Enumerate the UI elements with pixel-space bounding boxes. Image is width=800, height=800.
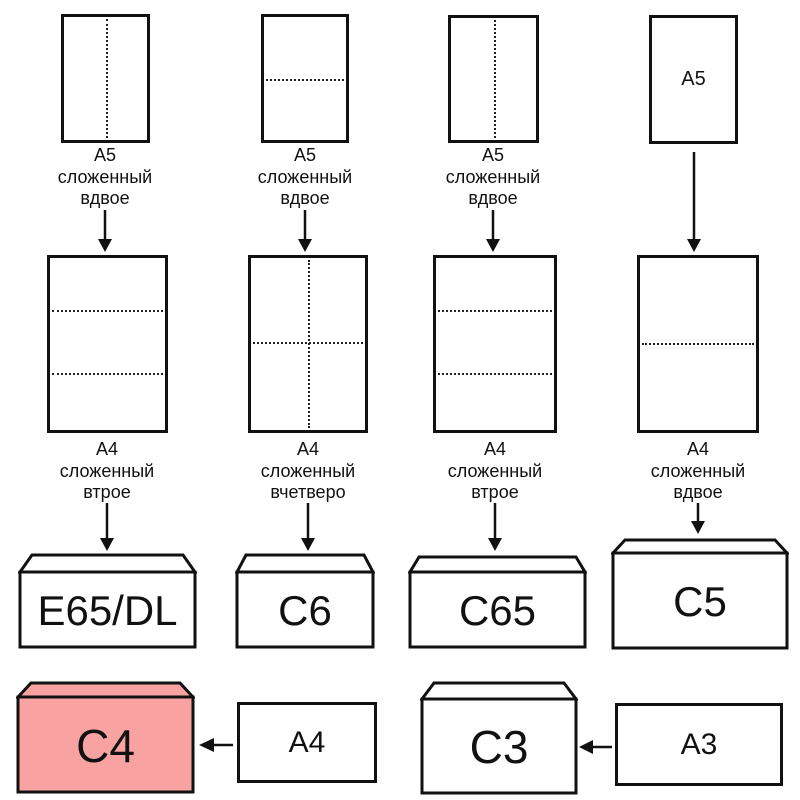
envelope-shape: [420, 681, 578, 795]
fold-line-vertical: [493, 20, 496, 138]
caption-a4-folded-4: A4 сложенный вдвое: [650, 439, 746, 503]
envelope-shape: [235, 553, 375, 649]
envelope-label: C6: [278, 586, 332, 634]
arrow-down-a5-to-a4-3: [486, 210, 500, 252]
caption-a5-folded-3: A5 сложенный вдвое: [445, 145, 541, 209]
envelope-body: [18, 570, 197, 649]
envelope-c4-highlighted: C4: [16, 681, 195, 794]
fold-line-horizontal: [52, 373, 163, 376]
caption-a4-folded-2: A4 сложенный вчетверо: [260, 439, 356, 503]
arrow-down-a4-to-envelope-3: [488, 503, 502, 551]
sheet-a5-plain: A5: [649, 15, 738, 144]
envelope-flap: [16, 681, 195, 699]
envelope-label: C3: [469, 721, 529, 773]
envelope-body: [235, 570, 375, 649]
envelope-c5: C5: [611, 538, 789, 650]
caption-a4-folded-1: A4 сложенный втрое: [59, 439, 155, 503]
envelope-flap: [611, 538, 789, 555]
sheet-a4-trifold-1: [47, 255, 168, 433]
envelope-e65dl: E65/DL: [18, 553, 197, 649]
sheet-a5-label: A5: [681, 68, 706, 90]
envelope-label: C5: [673, 577, 727, 625]
fold-line-horizontal: [266, 78, 344, 81]
source-sheet-label: A3: [680, 727, 718, 761]
sheet-a5-fold-vertical-2: [448, 15, 539, 143]
arrow-down-a5-to-a4-4: [687, 152, 701, 252]
caption-a5-folded-1: A5 сложенный вдвое: [57, 145, 153, 209]
caption-a5-folded-2: A5 сложенный вдвое: [257, 145, 353, 209]
sheet-a4-trifold-2: [433, 255, 557, 433]
arrow-left-a3-to-c3: [579, 740, 612, 754]
envelope-label: E65/DL: [37, 586, 178, 634]
sheet-a4-halffold: [637, 255, 759, 433]
caption-a4-folded-3: A4 сложенный втрое: [447, 439, 543, 503]
fold-line-horizontal: [52, 309, 163, 312]
arrow-left-a4-to-c4: [199, 738, 233, 752]
fold-line-horizontal: [642, 343, 754, 346]
envelope-c65: C65: [408, 555, 587, 649]
fold-line-horizontal: [253, 342, 363, 345]
arrow-down-a4-to-envelope-2: [301, 503, 315, 551]
fold-line-horizontal: [438, 309, 552, 312]
envelope-flap: [235, 553, 375, 574]
arrow-down-a5-to-a4-2: [298, 210, 312, 252]
envelope-shape: [16, 681, 195, 794]
envelope-body: [420, 697, 578, 795]
envelope-c3: C3: [420, 681, 578, 795]
arrow-down-a4-to-envelope-4: [691, 503, 705, 534]
envelope-shape: [611, 538, 789, 650]
fold-line-horizontal: [438, 373, 552, 376]
envelope-body: [408, 570, 587, 649]
envelope-c6: C6: [235, 553, 375, 649]
sheet-a5-fold-vertical-1: [61, 14, 150, 143]
envelope-body: [16, 695, 195, 794]
sheet-a5-fold-horizontal: [261, 14, 349, 143]
sheet-a4-quarterfold: [248, 255, 368, 433]
source-sheet-a4: A4: [237, 702, 377, 783]
source-sheet-a3: A3: [615, 703, 783, 786]
envelope-label: C4: [76, 719, 135, 772]
envelope-label: C65: [458, 586, 537, 634]
fold-line-vertical: [105, 19, 108, 138]
arrow-down-a4-to-envelope-1: [100, 503, 114, 551]
envelope-shape: [408, 555, 587, 649]
arrow-down-a5-to-a4-1: [98, 210, 112, 252]
envelope-body: [611, 551, 789, 650]
envelope-flap: [18, 553, 197, 574]
envelope-shape: [18, 553, 197, 649]
source-sheet-label: A4: [288, 725, 326, 759]
envelope-flap: [420, 681, 578, 701]
envelope-flap: [408, 555, 587, 574]
